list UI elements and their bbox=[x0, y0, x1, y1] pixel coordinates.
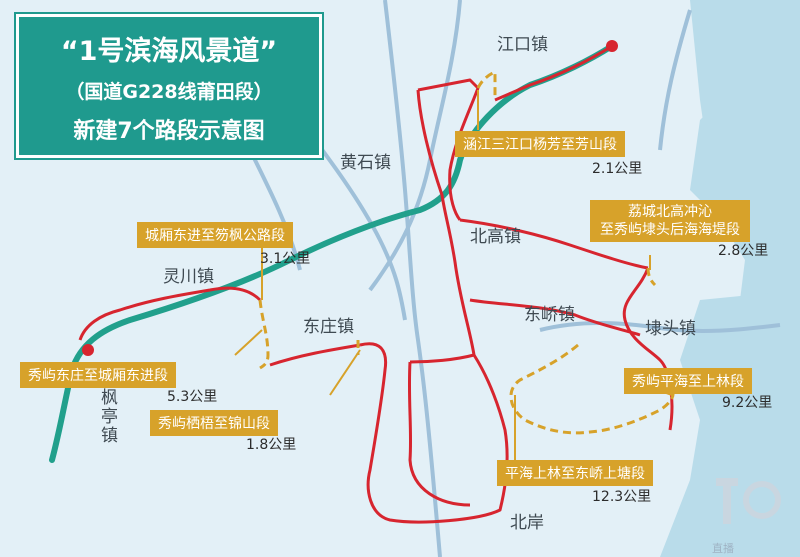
town-dongqiao: 东峤镇 bbox=[524, 305, 575, 325]
endpoint-fengting-marker bbox=[82, 344, 94, 356]
segment-chengxiang-path bbox=[258, 299, 270, 370]
endpoint-jiangkou-marker bbox=[606, 40, 618, 52]
town-huangshi: 黄石镇 bbox=[340, 153, 391, 173]
segment-label-licheng: 荔城北高冲沁 至秀屿埭头后海海堤段 bbox=[590, 200, 750, 242]
segment-length-shanglin: 12.3公里 bbox=[592, 489, 652, 505]
town-fengting: 枫亭镇 bbox=[97, 388, 117, 445]
segment-length-chengxiang: 3.1公里 bbox=[260, 251, 311, 267]
title-box: “1号滨海风景道” （国道G228线莆田段） 新建7个路段示意图 bbox=[16, 14, 322, 158]
segment-label-licheng-line2: 至秀屿埭头后海海堤段 bbox=[600, 222, 740, 238]
segment-label-xiuyu-dongzhuang: 秀屿东庄至城厢东进段 bbox=[20, 362, 176, 388]
segment-label-shanglin: 平海上林至东峤上塘段 bbox=[497, 460, 653, 486]
town-jiangkou: 江口镇 bbox=[497, 35, 548, 55]
segment-length-licheng: 2.8公里 bbox=[718, 243, 769, 259]
segment-label-qiwu: 秀屿栖梧至锦山段 bbox=[150, 410, 278, 436]
title-line-1: “1号滨海风景道” bbox=[60, 36, 278, 67]
segment-length-xiuyu-dongzhuang: 5.3公里 bbox=[167, 389, 218, 405]
title-line-2: （国道G228线莆田段） bbox=[65, 81, 273, 103]
segment-label-chengxiang: 城厢东进至笏枫公路段 bbox=[137, 222, 293, 248]
sea-inlet-north bbox=[690, 0, 800, 250]
town-lingchuan: 灵川镇 bbox=[163, 267, 214, 287]
watermark-logo bbox=[716, 478, 781, 524]
segment-length-hanjiang: 2.1公里 bbox=[592, 161, 643, 177]
highway-g15 bbox=[49, 43, 615, 463]
new-segments bbox=[258, 69, 675, 435]
segment-licheng-path bbox=[646, 267, 657, 287]
segment-label-hanjiang: 涵江三江口杨芳至芳山段 bbox=[455, 131, 625, 157]
town-daitou: 埭头镇 bbox=[645, 319, 696, 339]
title-line-3: 新建7个路段示意图 bbox=[73, 119, 265, 144]
segment-length-qiwu: 1.8公里 bbox=[246, 437, 297, 453]
segment-label-licheng-line1: 荔城北高冲沁 bbox=[628, 204, 712, 220]
segment-label-pinghai: 秀屿平海至上林段 bbox=[624, 368, 752, 394]
existing-roads bbox=[78, 44, 674, 524]
segment-length-pinghai: 9.2公里 bbox=[722, 395, 773, 411]
town-dongzhuang: 东庄镇 bbox=[303, 317, 354, 337]
town-beian: 北岸 bbox=[510, 513, 544, 533]
sea-inlet bbox=[660, 290, 800, 557]
segment-pinghai-path bbox=[509, 343, 675, 435]
watermark-text: 直播 bbox=[712, 542, 734, 555]
town-beigao: 北高镇 bbox=[470, 227, 521, 247]
segment-hanjiang-path bbox=[476, 69, 497, 100]
